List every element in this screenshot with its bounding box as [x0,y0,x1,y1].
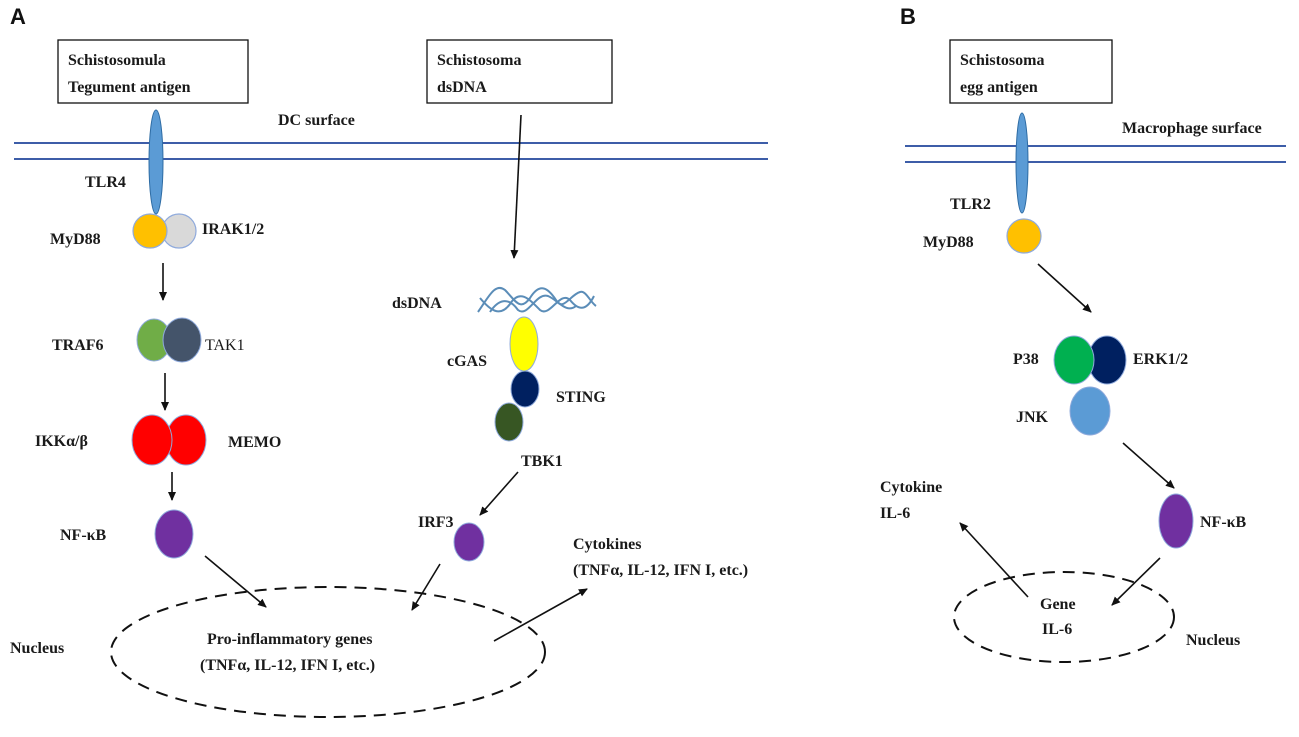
arrow-nfkb-nucleus-b [1111,557,1161,606]
egg-antigen-line2: egg antigen [960,79,1038,96]
arrow-dsdna-entry [510,114,522,259]
macrophage-membrane [905,145,1286,163]
arrow-mapk-nfkb [1122,442,1175,489]
tlr4-receptor [148,109,164,215]
tlr2-receptor [1015,112,1029,214]
cgas-node [509,316,539,372]
irf3-node [453,522,485,562]
arrow-myd88-mapk [1037,263,1092,313]
memo-label: MEMO [228,434,281,451]
macrophage-surface-label: Macrophage surface [1122,120,1262,137]
tak1-node [162,317,202,363]
dsdna-strand [477,287,597,313]
dsdna-antigen-line1: Schistosoma [437,52,521,69]
tbk1-node [494,402,524,442]
tegument-antigen-line1: Schistosomula [68,52,166,69]
genes-line1: Pro-inflammatory genes [207,631,372,648]
nucleus-label-b: Nucleus [1186,632,1240,649]
myd88-label: MyD88 [50,231,101,248]
tlr2-label: TLR2 [950,196,991,213]
panel-label-a: A [10,4,26,29]
gene-line2: IL-6 [1042,621,1072,638]
p38-node [1053,335,1095,385]
irf3-label: IRF3 [418,514,454,531]
erk-label: ERK1/2 [1133,351,1188,368]
arrow-nfkb-nucleus [204,555,267,608]
nucleus-label-a: Nucleus [10,640,64,657]
arrow-irf3-nucleus [411,563,441,611]
gene-line1: Gene [1040,596,1076,613]
myd88-node-b [1006,218,1042,254]
jnk-label: JNK [1016,409,1049,426]
sting-node [510,370,540,408]
tak1-label: TAK1 [205,337,245,354]
nucleus-a [110,586,546,718]
tbk1-label: TBK1 [521,453,563,470]
cytokines-line1: Cytokines [573,536,641,553]
dsdna-antigen-line2: dsDNA [437,79,487,96]
nucleus-b [953,571,1175,663]
arrow-il6-out [959,522,1029,598]
cytokine-line1: Cytokine [880,479,942,496]
sting-label: STING [556,389,606,406]
tegument-antigen-box: Schistosomula Tegument antigen [57,39,249,104]
dsdna-antigen-box: Schistosoma dsDNA [426,39,613,104]
cytokine-line2: IL-6 [880,505,910,522]
nfkb-label-a: NF-κB [60,527,107,544]
cgas-label: cGAS [447,353,487,370]
nfkb-label-b: NF-κB [1200,514,1247,531]
dsdna-label: dsDNA [392,295,442,312]
tegument-antigen-line2: Tegument antigen [68,79,191,96]
p38-label: P38 [1013,351,1039,368]
dc-surface-label: DC surface [278,112,355,129]
myd88-label-b: MyD88 [923,234,974,251]
egg-antigen-box: Schistosoma egg antigen [949,39,1113,104]
nfkb-node-a [154,509,194,559]
panel-label-b: B [900,4,916,29]
cytokines-line2: (TNFα, IL-12, IFN I, etc.) [573,562,748,579]
nfkb-node-b [1158,493,1194,549]
myd88-node [132,213,168,249]
arrow-cytokines-out [493,588,588,642]
irak-label: IRAK1/2 [202,221,264,238]
ikk-label: IKKα/β [35,433,88,450]
egg-antigen-line1: Schistosoma [960,52,1044,69]
dc-membrane [14,142,768,160]
tlr4-label: TLR4 [85,174,126,191]
traf6-label: TRAF6 [52,337,104,354]
arrow-tbk1-irf3 [479,471,519,516]
ikk-node [131,414,173,466]
genes-line2: (TNFα, IL-12, IFN I, etc.) [200,657,375,674]
jnk-node [1069,386,1111,436]
